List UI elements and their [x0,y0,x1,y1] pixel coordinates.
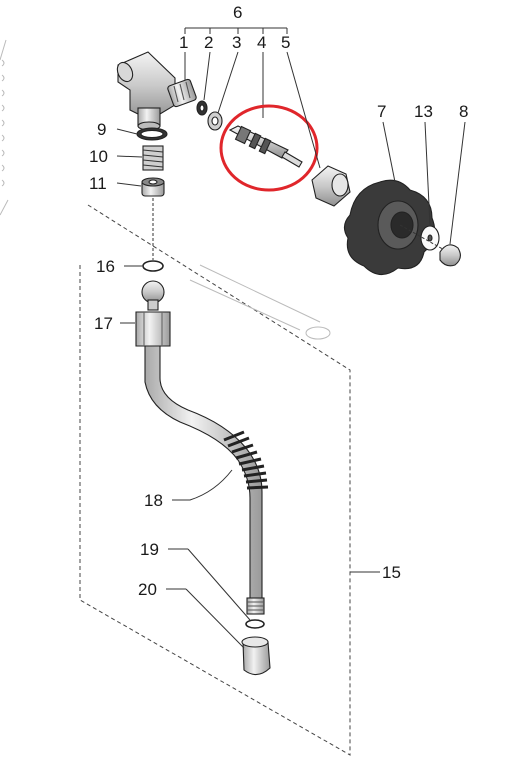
label-1: 1 [179,33,188,52]
part-7-knob [343,179,436,276]
corrugated-section [223,430,269,490]
part-10-spring [142,145,164,171]
part-17-fitting [135,280,171,347]
highlight-circle [219,104,319,192]
label-7: 7 [377,102,386,121]
part-20-nozzle-tip [241,636,271,676]
leader-10 [116,155,143,158]
label-3: 3 [232,33,241,52]
label-16: 16 [96,257,115,276]
part-11-seal [141,177,165,197]
group-6-bracket [184,27,288,34]
leader-5 [286,51,321,169]
leader-2 [203,51,211,101]
background-marks [189,264,331,340]
label-18: 18 [144,491,163,510]
label-11: 11 [89,174,107,193]
assembly-15-outline [79,204,351,756]
leader-19b [187,548,251,621]
leader-20b [185,588,245,649]
label-4: 4 [257,33,266,52]
part-2-oring [196,100,208,116]
label-17: 17 [94,314,113,333]
part-16-oring [142,260,164,272]
part-18-pipe [144,345,269,615]
left-edge-marks [0,39,9,216]
part-3-washer [207,111,223,131]
label-6: 6 [233,3,242,22]
part-13-washer [420,225,440,251]
part-5-hex-nut [311,165,351,207]
part-19-oring [245,619,265,629]
leader-9 [116,128,138,135]
part-8-cap [439,244,461,267]
label-2: 2 [204,33,213,52]
label-5: 5 [281,33,290,52]
leader-18 [172,469,233,501]
leader-8 [449,121,466,245]
part-4-valve-stem [228,125,303,168]
leader-7 [382,121,396,183]
leader-3 [217,51,239,114]
axis-line [399,224,449,253]
part-9-oring [136,127,168,141]
label-8: 8 [459,102,468,121]
label-15: 15 [382,563,401,582]
label-13: 13 [414,102,433,121]
label-9: 9 [97,120,106,139]
label-20: 20 [138,580,157,599]
label-10: 10 [89,147,108,166]
label-19: 19 [140,540,159,559]
part-1-tee-fitting [116,51,197,131]
leader-11 [116,182,142,187]
leader-13 [424,121,431,227]
